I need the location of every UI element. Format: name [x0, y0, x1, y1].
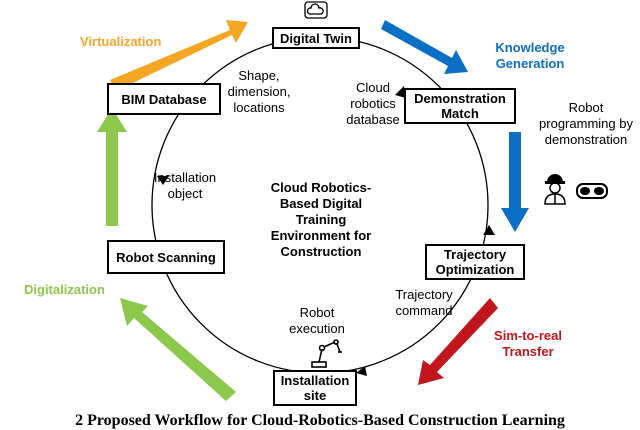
cycle-arrowhead	[483, 225, 495, 235]
installation-site-box: Installation site	[273, 370, 357, 406]
robot-execution-label: Robot execution	[289, 305, 345, 336]
cloud-icon	[304, 1, 328, 19]
demonstration-match-box: Demonstration Match	[404, 88, 516, 124]
digitalization-arrow	[120, 298, 236, 401]
trajectory-command-label: Trajectory command	[395, 287, 453, 318]
scanning-to-bim-arrow	[97, 108, 127, 226]
bim-database-box: BIM Database	[107, 83, 221, 115]
cloud-robotics-db-label: Cloud robotics database	[346, 80, 400, 127]
worker-icon	[544, 174, 566, 205]
vr-headset-icon	[576, 183, 608, 199]
figure-caption: 2 Proposed Workflow for Cloud-Robotics-B…	[75, 412, 565, 429]
robot-arm-icon	[311, 339, 342, 368]
robot-scanning-box: Robot Scanning	[107, 240, 225, 274]
virtualization-arrow	[110, 20, 248, 91]
knowledge-generation-label: Knowledge Generation	[495, 40, 565, 71]
digital-twin-box: Digital Twin	[272, 27, 360, 49]
sim-to-real-label: Sim-to-real Transfer	[494, 328, 562, 359]
knowledge-generation-arrow	[381, 20, 468, 74]
center-title: Cloud Robotics-Based Digital Training En…	[270, 180, 372, 259]
cycle-arrowhead	[395, 86, 406, 98]
robot-programming-label: Robot programming by demonstration	[539, 100, 633, 147]
cycle-arrowhead	[157, 176, 169, 185]
shape-dimension-label: Shape, dimension, locations	[227, 68, 291, 115]
sim-to-real-arrow	[418, 298, 498, 385]
trajectory-optimization-box: Trajectory Optimization	[425, 244, 525, 280]
demonstration-to-trajectory-arrow	[501, 132, 529, 232]
virtualization-label: Virtualization	[80, 34, 162, 49]
cycle-arrowhead	[356, 366, 367, 376]
installation-object-label: Installation object	[153, 170, 217, 201]
digitalization-label: Digitalization	[24, 282, 105, 297]
